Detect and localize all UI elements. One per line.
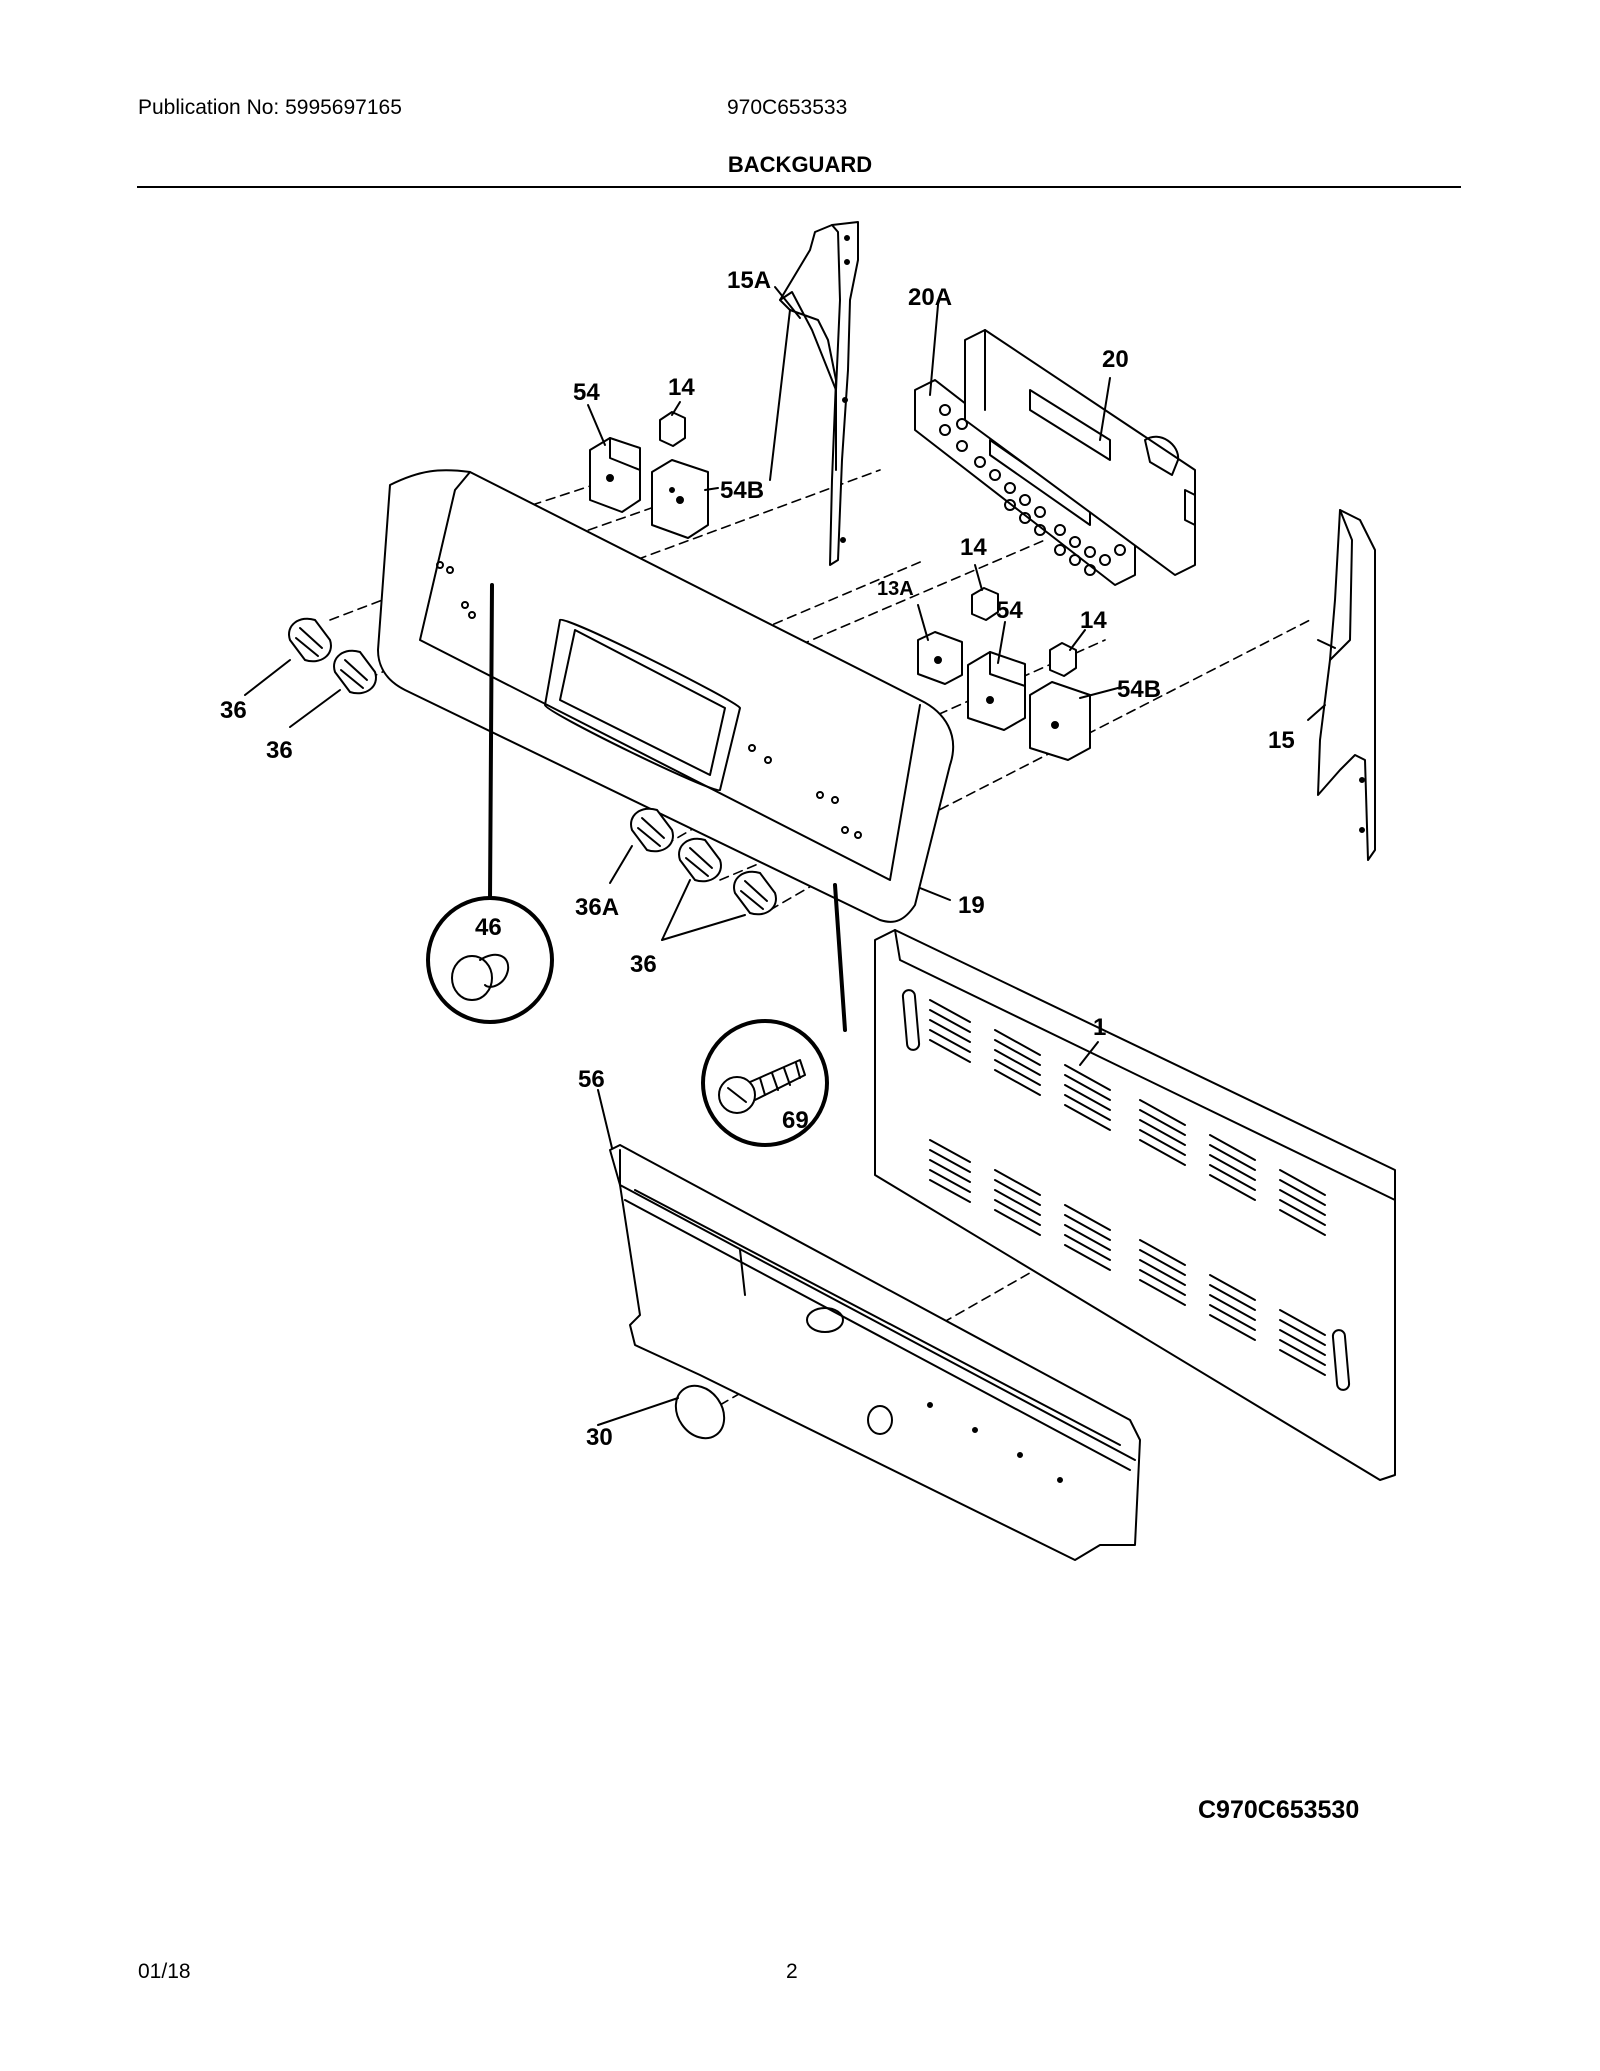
page-number: 2 xyxy=(786,1960,798,1983)
callout-13a: 13A xyxy=(877,578,914,600)
publication-number: Publication No: 5995697165 xyxy=(138,96,402,119)
callout-14-top: 14 xyxy=(668,374,695,401)
terminal-14-top xyxy=(659,411,686,447)
callout-54b-mid: 54B xyxy=(1117,676,1161,703)
callout-labels: 15A 20A 20 54 14 54B 14 13A 54 14 54B 15… xyxy=(220,267,1295,1451)
switch-13a xyxy=(917,631,963,685)
knobs xyxy=(288,617,777,916)
callout-46: 46 xyxy=(475,914,502,941)
clock-control-20 xyxy=(964,329,1196,576)
callout-56: 56 xyxy=(578,1066,605,1093)
plug-30 xyxy=(674,1384,726,1440)
knob-36-d xyxy=(733,870,777,916)
footer-date: 01/18 xyxy=(138,1960,191,1983)
knob-36-a xyxy=(288,617,332,663)
knob-36a xyxy=(630,807,674,853)
knob-36-b xyxy=(333,649,377,695)
callout-14-mid: 14 xyxy=(960,534,987,561)
callout-69: 69 xyxy=(782,1107,809,1134)
callout-20a: 20A xyxy=(908,284,952,311)
callout-54-mid: 54 xyxy=(996,597,1023,624)
side-bracket-15a xyxy=(769,221,859,566)
switch-54-mid xyxy=(967,651,1026,731)
callout-36-c: 36 xyxy=(630,951,657,978)
callout-54-top: 54 xyxy=(573,379,600,406)
callout-54b-top: 54B xyxy=(720,477,764,504)
callout-36a: 36A xyxy=(575,894,619,921)
callout-1: 1 xyxy=(1093,1014,1106,1041)
switch-54b-top xyxy=(651,459,709,539)
page-title: BACKGUARD xyxy=(727,152,873,177)
switch-54-top xyxy=(589,437,641,513)
callout-36-b: 36 xyxy=(266,737,293,764)
detail-circle-46 xyxy=(426,896,554,1024)
backguard-panel-19 xyxy=(377,469,955,923)
bracket-56 xyxy=(609,1144,1141,1561)
title-divider xyxy=(137,186,1461,188)
callout-20: 20 xyxy=(1102,346,1129,373)
model-number: 970C653533 xyxy=(727,96,848,119)
callout-15a: 15A xyxy=(727,267,771,294)
rear-panel-1 xyxy=(874,929,1396,1481)
leader-lines xyxy=(244,286,1326,1426)
terminal-14-right xyxy=(1049,642,1077,677)
terminal-14-mid xyxy=(971,587,999,621)
callout-14-right: 14 xyxy=(1080,607,1107,634)
callout-15: 15 xyxy=(1268,727,1295,754)
figure-code: C970C653530 xyxy=(1198,1796,1360,1824)
switch-54b-mid xyxy=(1029,681,1091,761)
callout-36-a: 36 xyxy=(220,697,247,724)
knob-36-c xyxy=(678,837,722,883)
side-bracket-15 xyxy=(1317,509,1376,861)
detail-circle-69 xyxy=(701,1019,829,1147)
callout-30: 30 xyxy=(586,1424,613,1451)
callout-19: 19 xyxy=(958,892,985,919)
